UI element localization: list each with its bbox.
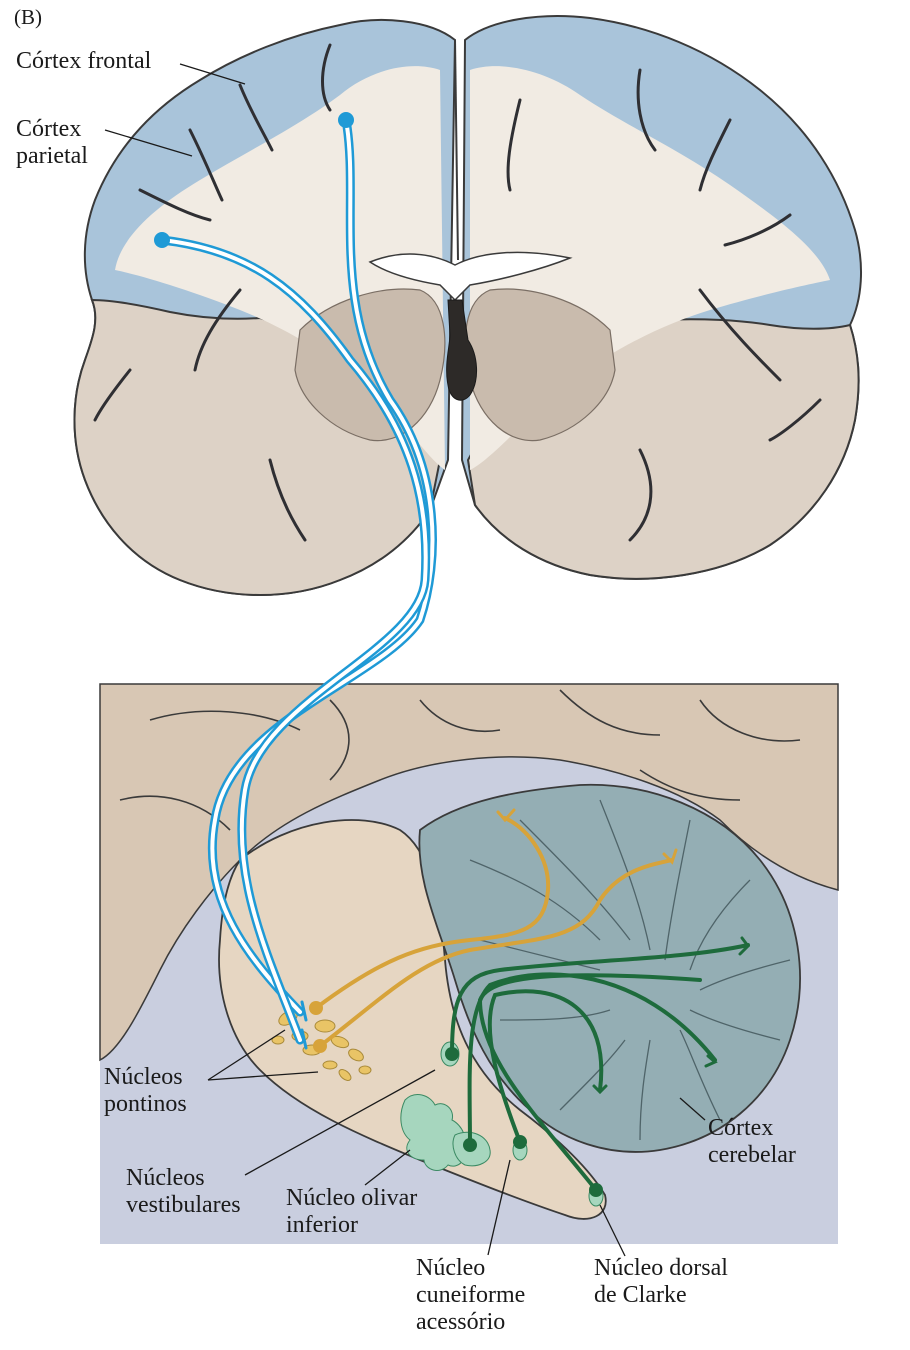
label-cortex-parietal-line1: Córtex [16,116,81,143]
frontal-cell-body [338,112,354,128]
label-cortex-cerebelar-line1: Córtex [708,1115,773,1142]
panel-letter: (B) [14,4,42,31]
label-nucleos-pontinos-line2: pontinos [104,1091,187,1118]
label-nucleos-vestibulares-line1: Núcleos [126,1165,205,1192]
label-nucleo-clarke-line2: de Clarke [594,1282,687,1309]
label-nucleo-cuneiforme-line1: Núcleo [416,1255,485,1282]
label-nucleo-olivar-line1: Núcleo olivar [286,1185,417,1212]
label-cortex-frontal: Córtex frontal [16,48,151,75]
label-cortex-cerebelar-line2: cerebelar [708,1142,796,1169]
coronal-brain-section [74,16,861,595]
label-nucleos-vestibulares-line2: vestibulares [126,1192,241,1219]
label-nucleo-cuneiforme-line3: acessório [416,1309,505,1336]
label-nucleo-clarke-line1: Núcleo dorsal [594,1255,728,1282]
longitudinal-fissure [455,40,458,260]
label-nucleo-olivar-line2: inferior [286,1212,358,1239]
label-cortex-parietal-line2: parietal [16,143,88,170]
label-nucleo-cuneiforme-line2: cuneiforme [416,1282,525,1309]
parietal-cell-body [154,232,170,248]
label-nucleos-pontinos-line1: Núcleos [104,1064,183,1091]
